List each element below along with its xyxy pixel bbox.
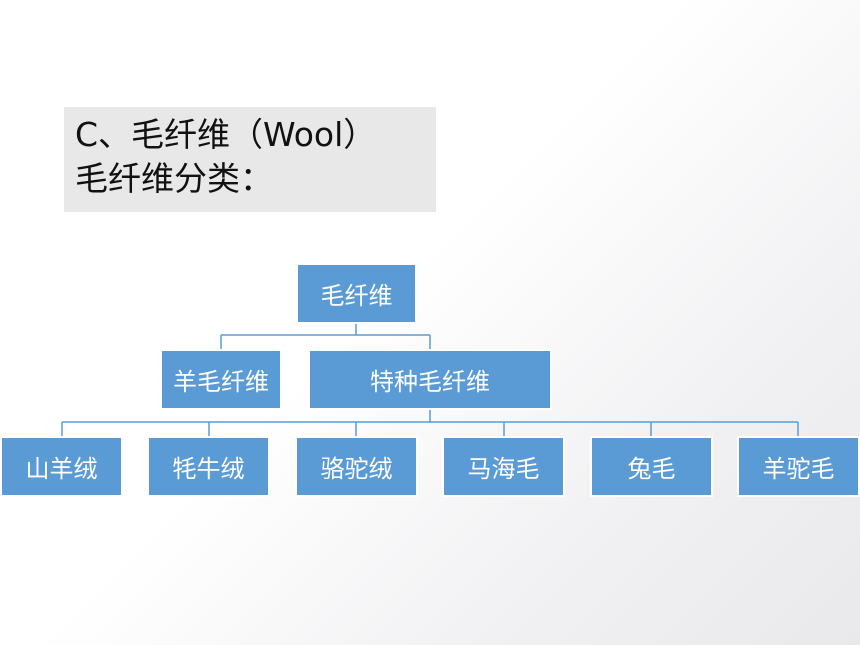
- slide-title-box: C、毛纤维（Wool） 毛纤维分类：: [64, 107, 436, 212]
- slide-title: C、毛纤维（Wool）: [75, 115, 377, 154]
- node-camel-hair: 骆驼绒: [295, 436, 418, 497]
- connector-root-to-level2: [220, 323, 431, 349]
- node-rabbit-hair: 兔毛: [590, 436, 713, 497]
- node-wool-fiber: 羊毛纤维: [160, 349, 282, 410]
- node-root: 毛纤维: [296, 263, 417, 324]
- node-yak-down: 牦牛绒: [147, 436, 270, 497]
- node-alpaca: 羊驼毛: [737, 436, 860, 497]
- node-special-wool-fiber: 特种毛纤维: [308, 349, 552, 410]
- connector-level2-to-level3: [61, 409, 799, 436]
- node-cashmere: 山羊绒: [0, 436, 123, 497]
- slide-subtitle: 毛纤维分类：: [75, 159, 273, 198]
- node-mohair: 马海毛: [442, 436, 565, 497]
